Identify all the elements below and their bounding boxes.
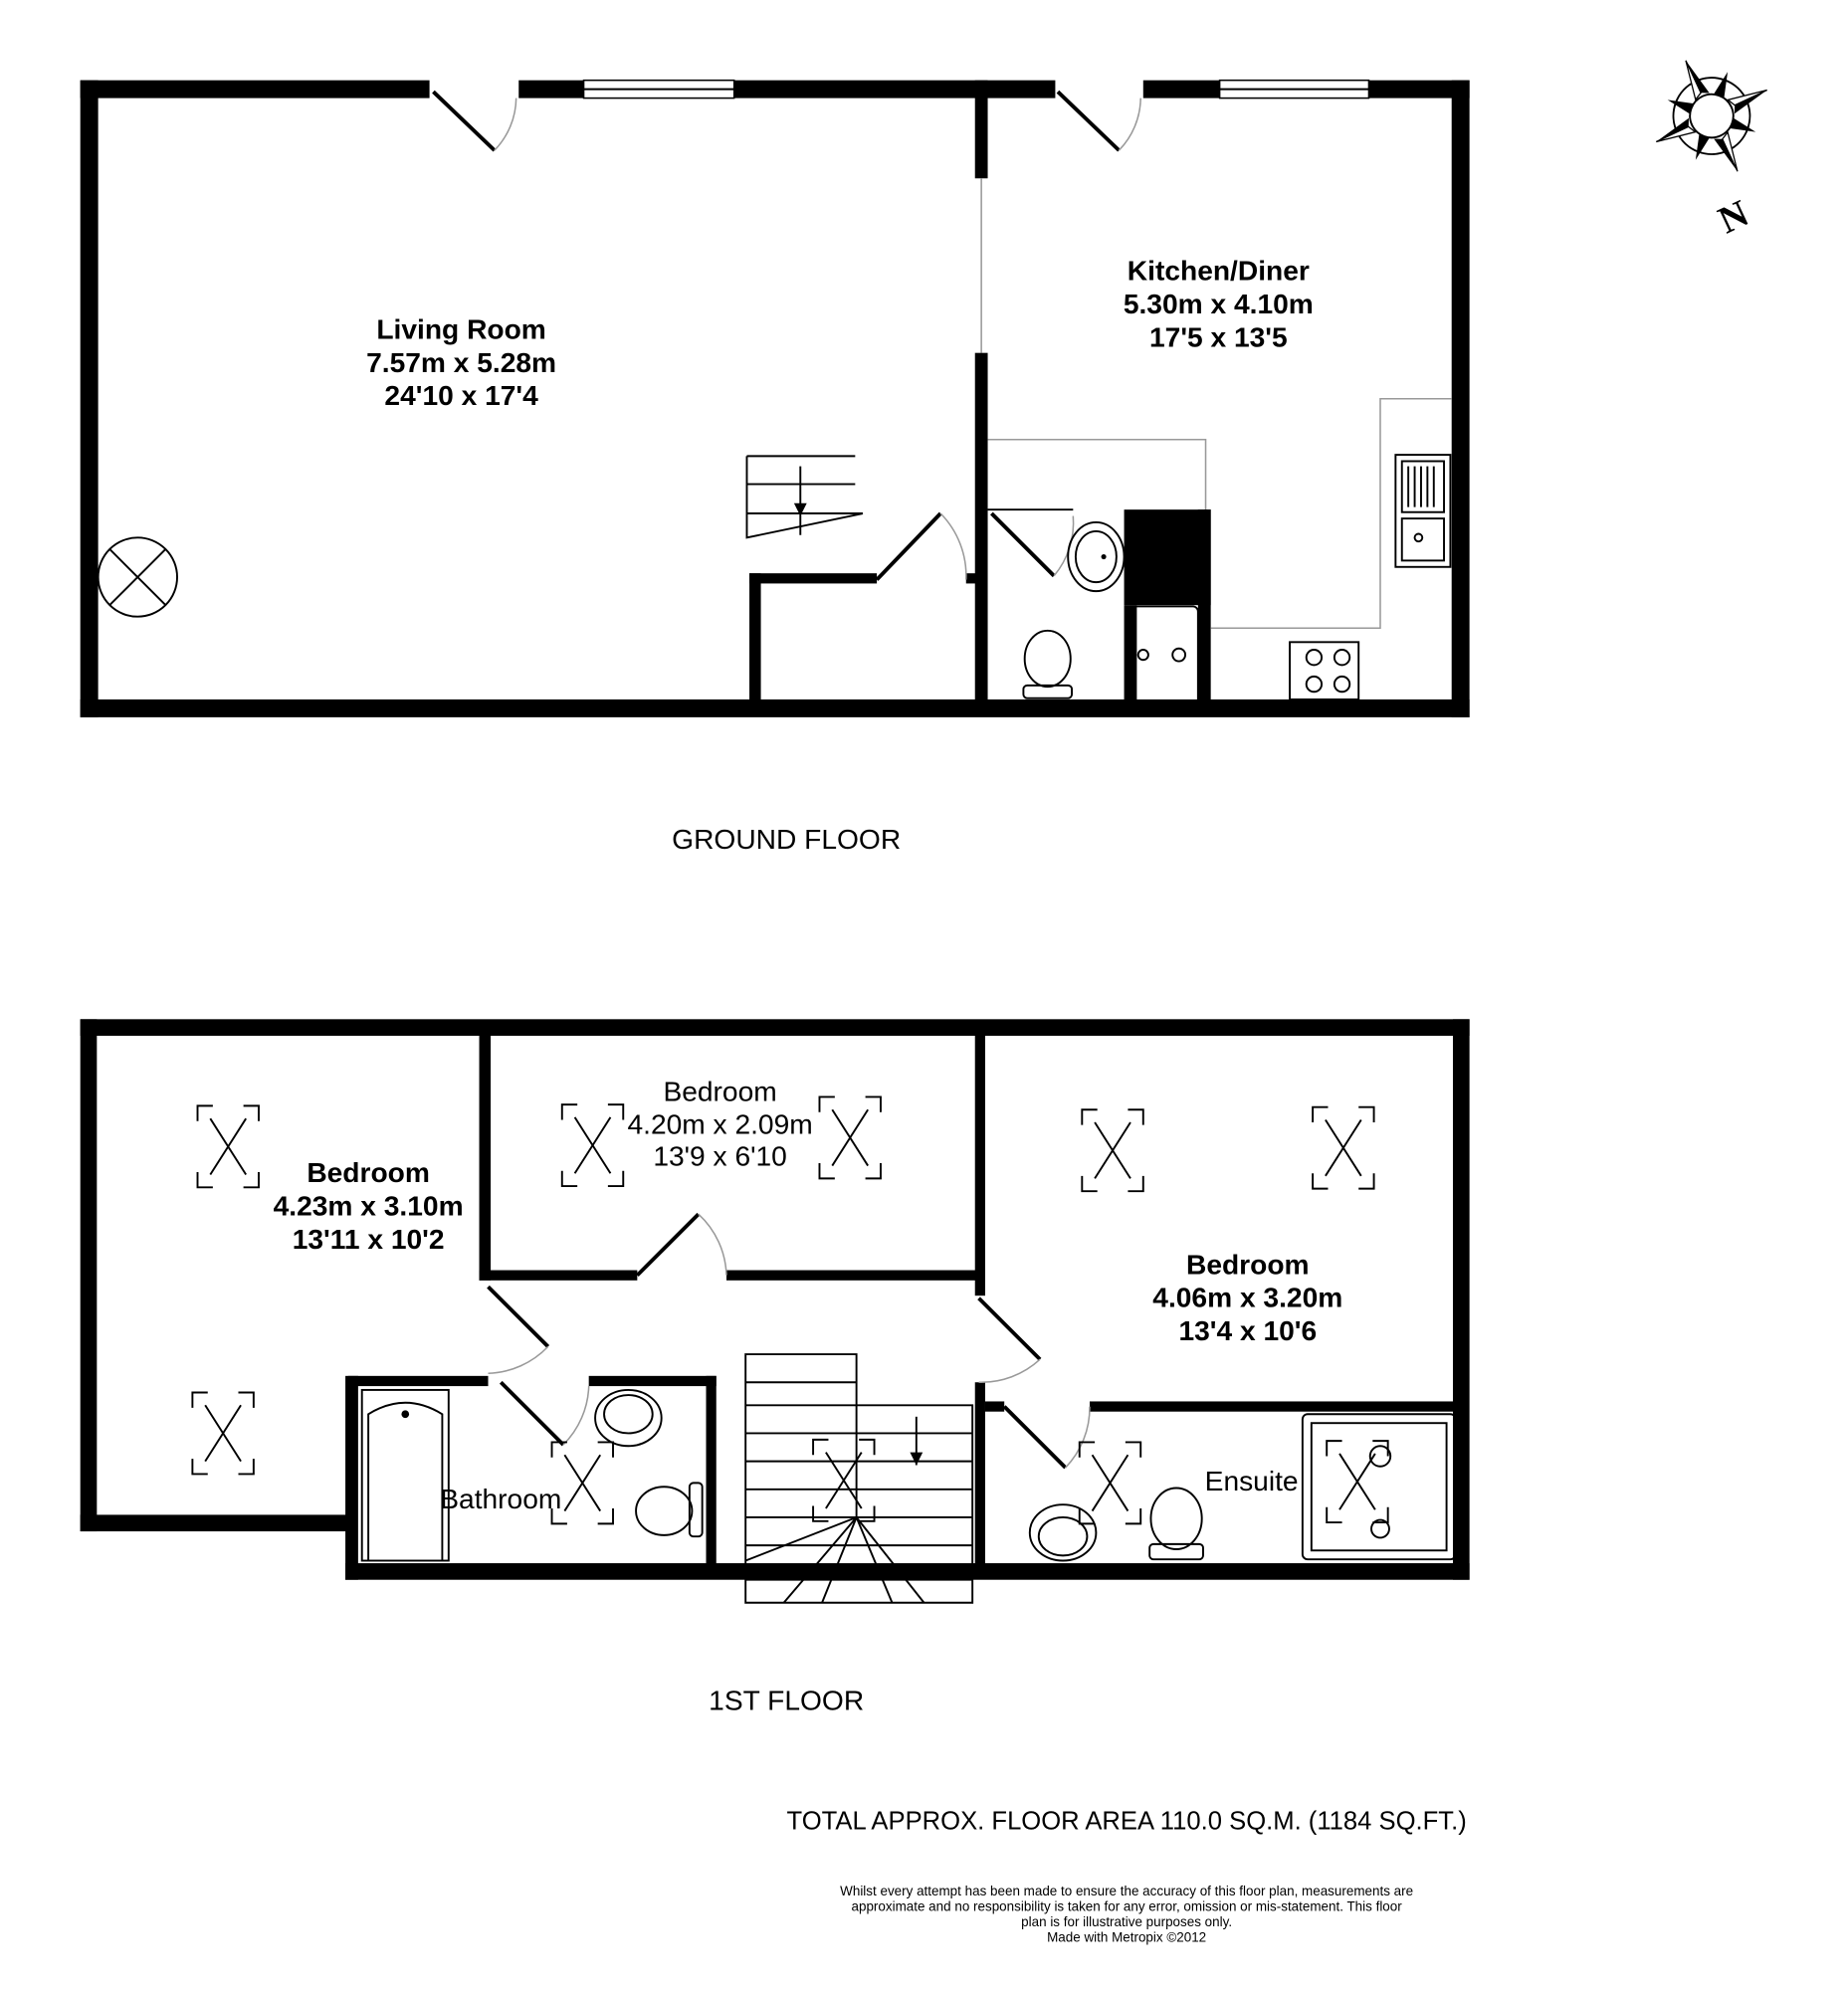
total-floor-area: TOTAL APPROX. FLOOR AREA 110.0 SQ.M. (11… bbox=[787, 1808, 1467, 1836]
toilet-icon bbox=[1022, 629, 1074, 699]
first-floor-plan: Bedroom 4.23m x 3.10m 13'11 x 10'2 Bedro… bbox=[80, 1019, 1470, 1715]
skylight-icon bbox=[97, 536, 178, 618]
staircase bbox=[745, 455, 864, 539]
skylight-icon bbox=[818, 1095, 882, 1180]
basin-icon bbox=[1028, 1503, 1098, 1562]
wall bbox=[965, 573, 979, 584]
room-imperial: 13'4 x 10'6 bbox=[1178, 1314, 1317, 1346]
wall bbox=[733, 80, 1056, 99]
door bbox=[1056, 90, 1141, 152]
ground-floor-plan: Living Room 7.57m x 5.28m 24'10 x 17'4 K… bbox=[80, 79, 1470, 855]
arrow-down-icon bbox=[793, 502, 807, 516]
door bbox=[487, 1285, 550, 1375]
skylight-icon bbox=[1326, 1440, 1389, 1524]
room-imperial: 13'9 x 6'10 bbox=[653, 1140, 786, 1172]
wall bbox=[80, 80, 99, 717]
wall bbox=[345, 1563, 1470, 1580]
window bbox=[582, 79, 735, 100]
door bbox=[432, 90, 517, 152]
compass-icon bbox=[1655, 60, 1767, 172]
wall bbox=[1124, 605, 1137, 707]
room-metric: 4.23m x 3.10m bbox=[274, 1190, 464, 1222]
room-metric: 5.30m x 4.10m bbox=[1124, 288, 1314, 319]
door bbox=[635, 1212, 727, 1278]
skylight-icon bbox=[1078, 1441, 1142, 1525]
shower-icon bbox=[1128, 605, 1199, 706]
room-name: Living Room bbox=[376, 313, 546, 345]
wall bbox=[974, 1034, 985, 1296]
room-name: Bedroom bbox=[663, 1075, 776, 1106]
door bbox=[875, 511, 967, 581]
floor-label: 1ST FLOOR bbox=[709, 1684, 864, 1715]
wall bbox=[80, 698, 1470, 717]
room-name: Kitchen/Diner bbox=[1128, 255, 1310, 287]
room-metric: 7.57m x 5.28m bbox=[366, 346, 556, 378]
toilet-icon bbox=[635, 1482, 704, 1538]
floor-label: GROUND FLOOR bbox=[672, 823, 901, 855]
basin-icon bbox=[1067, 521, 1126, 593]
wall bbox=[1089, 1401, 1460, 1412]
room-imperial: 17'5 x 13'5 bbox=[1149, 320, 1288, 352]
skylight-icon bbox=[191, 1391, 255, 1476]
room-imperial: 13'11 x 10'2 bbox=[293, 1223, 445, 1255]
boxed-area bbox=[1124, 509, 1211, 606]
wall bbox=[974, 352, 988, 710]
door bbox=[1002, 1405, 1091, 1470]
wall bbox=[345, 1375, 358, 1580]
door bbox=[977, 1296, 1042, 1384]
room-name: Ensuite bbox=[1205, 1465, 1299, 1496]
wall bbox=[1368, 80, 1470, 99]
skylight-icon bbox=[196, 1104, 260, 1189]
wall bbox=[1142, 80, 1220, 99]
room-imperial: 24'10 x 17'4 bbox=[384, 379, 538, 411]
room-name: Bathroom bbox=[440, 1483, 561, 1514]
skylight-icon bbox=[1081, 1108, 1144, 1193]
wall bbox=[749, 573, 878, 584]
room-metric: 4.20m x 2.09m bbox=[627, 1108, 812, 1140]
room-metric: 4.06m x 3.20m bbox=[1152, 1282, 1342, 1313]
compass-north-label: N bbox=[1713, 192, 1755, 242]
wall bbox=[80, 1019, 1470, 1036]
wall bbox=[80, 80, 430, 99]
disclaimer-line: Whilst every attempt has been made to en… bbox=[840, 1884, 1413, 1898]
wall bbox=[1451, 80, 1470, 717]
wall bbox=[80, 1019, 98, 1532]
bath-icon bbox=[360, 1388, 450, 1562]
skylight-icon bbox=[812, 1438, 876, 1522]
wall bbox=[706, 1375, 717, 1567]
wall bbox=[984, 1401, 1005, 1412]
sink-icon bbox=[1394, 454, 1452, 568]
shower-icon bbox=[1301, 1413, 1457, 1561]
wall bbox=[347, 1375, 489, 1387]
wall bbox=[974, 80, 988, 179]
wall bbox=[749, 573, 761, 707]
wall bbox=[479, 1270, 638, 1281]
wall bbox=[1197, 509, 1211, 707]
wall bbox=[80, 1514, 357, 1532]
wall bbox=[518, 80, 584, 99]
basin-icon bbox=[594, 1388, 663, 1448]
toilet-icon bbox=[1148, 1487, 1204, 1561]
door bbox=[990, 511, 1075, 578]
wall bbox=[974, 1382, 985, 1574]
window bbox=[1218, 79, 1370, 100]
wall bbox=[725, 1270, 985, 1281]
wall bbox=[588, 1375, 717, 1387]
door bbox=[499, 1380, 590, 1447]
room-name: Bedroom bbox=[1186, 1248, 1310, 1280]
room-name: Bedroom bbox=[307, 1156, 430, 1188]
disclaimer-line: Made with Metropix ©2012 bbox=[1047, 1929, 1206, 1944]
arrow-down-icon bbox=[910, 1452, 924, 1466]
wall bbox=[479, 1034, 492, 1281]
hob-icon bbox=[1289, 641, 1360, 700]
wall bbox=[1452, 1019, 1470, 1580]
counter bbox=[987, 438, 1207, 510]
skylight-icon bbox=[560, 1103, 625, 1188]
kitchen-counter bbox=[1210, 397, 1452, 630]
skylight-icon bbox=[1312, 1105, 1375, 1190]
disclaimer-line: plan is for illustrative purposes only. bbox=[1021, 1914, 1232, 1929]
disclaimer-line: approximate and no responsibility is tak… bbox=[852, 1899, 1403, 1914]
